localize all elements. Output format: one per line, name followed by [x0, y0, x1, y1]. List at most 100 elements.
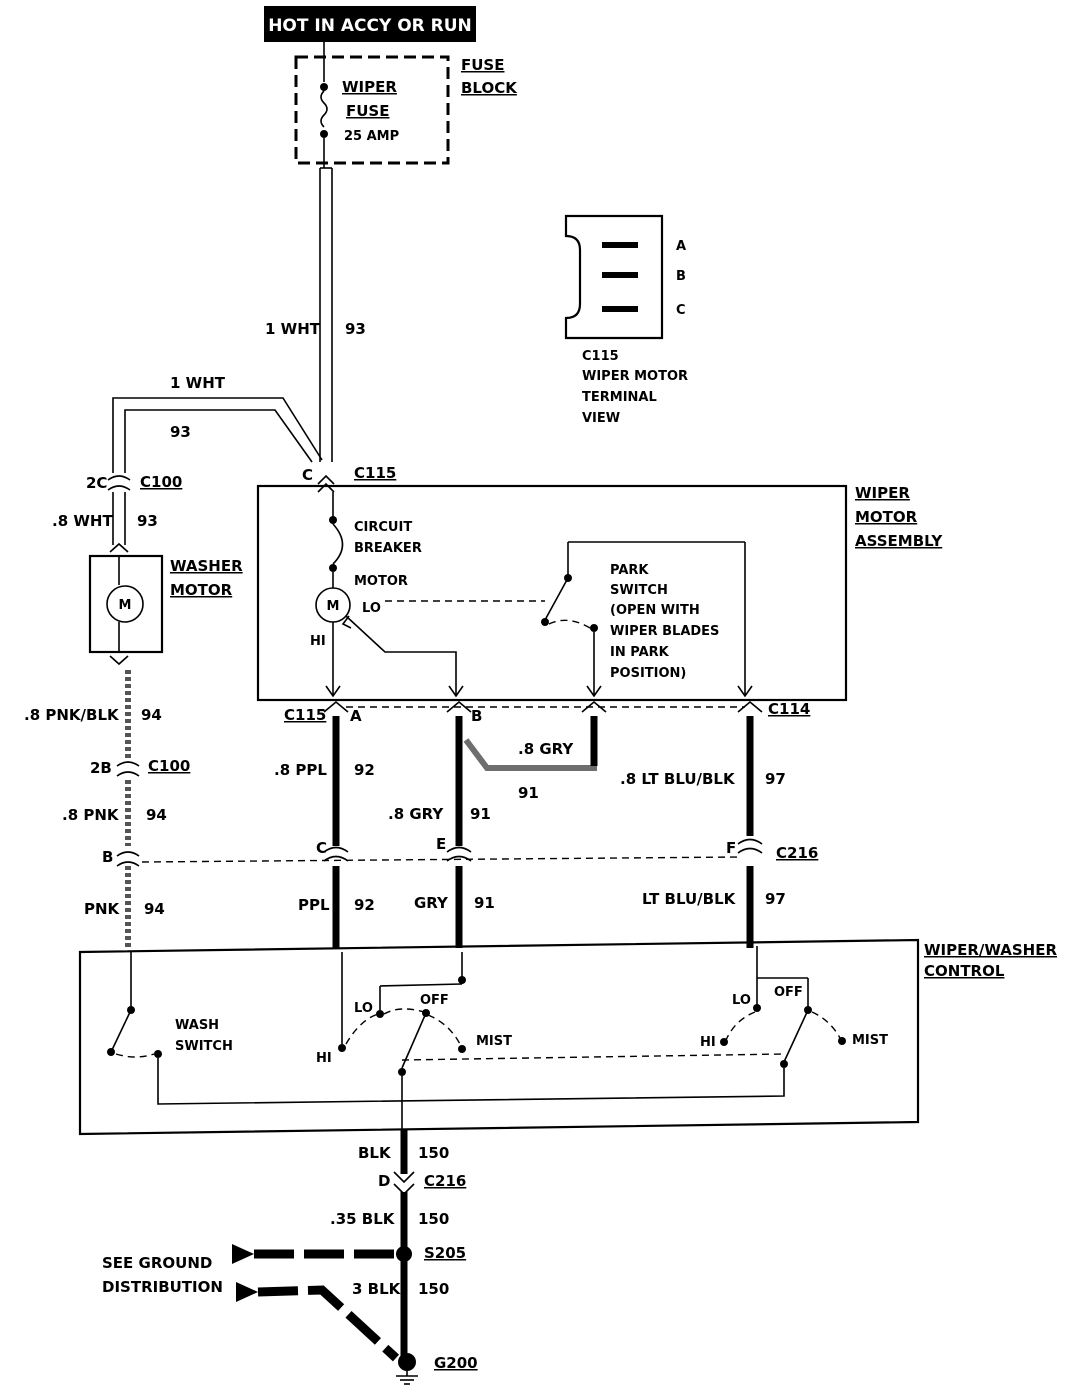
wire-color-label: PPL	[298, 896, 330, 914]
motor-symbol: M	[119, 598, 132, 613]
connector-pin-label: 2B	[90, 759, 112, 777]
park-switch-label-6: POSITION)	[610, 666, 686, 681]
wire-size-label: .8 GRY	[518, 740, 574, 758]
wire-93-main: 1 WHT 93	[265, 167, 366, 462]
circuit-number-label: 92	[354, 896, 375, 914]
wire-91: .8 GRY 91 .8 GRY 91 GRY 91	[388, 716, 598, 948]
wiper-washer-control: WIPER/WASHER CONTROL WASH SWITCH LO OFF …	[78, 938, 1057, 1136]
connector-label: C115	[284, 706, 326, 724]
circuit-number-label: 97	[765, 770, 786, 788]
circuit-number-label: 93	[170, 423, 191, 441]
power-source-label: HOT IN ACCY OR RUN	[268, 16, 472, 36]
terminal-view-caption-2: WIPER MOTOR	[582, 369, 688, 384]
washer-motor-label: WASHER	[170, 557, 243, 575]
ground-reference-label-2: DISTRIBUTION	[102, 1278, 223, 1296]
wire-94-lower: PNK 94	[84, 866, 165, 948]
switch-position-label: MIST	[476, 1034, 512, 1049]
wire-size-label: 1 WHT	[265, 320, 321, 338]
c115-terminal-view: A B C C115 WIPER MOTOR TERMINAL VIEW	[564, 214, 688, 426]
wire-97: .8 LT BLU/BLK 97 LT BLU/BLK 97	[620, 716, 786, 948]
wire-size-label: .8 PPL	[274, 761, 327, 779]
connector-pin-label: F	[726, 839, 736, 857]
circuit-number-label: 94	[146, 806, 167, 824]
park-switch-label-3: (OPEN WITH	[610, 603, 700, 618]
connector-label: C100	[140, 473, 182, 491]
connector-label: C216	[776, 844, 818, 862]
connector-pin-label: 2C	[86, 474, 107, 492]
control-label: WIPER/WASHER	[924, 941, 1057, 959]
connector-pin-label: D	[378, 1172, 390, 1190]
connector-label: C115	[354, 464, 396, 482]
wiper-fuse-label-2: FUSE	[346, 102, 389, 120]
lo-label: LO	[362, 601, 381, 616]
fuse-rating: 25 AMP	[344, 129, 399, 144]
circuit-number-label: 91	[470, 805, 491, 823]
circuit-number-label: 93	[345, 320, 366, 338]
connector-label: C216	[424, 1172, 466, 1190]
wire-94-middle: .8 PNK 94	[62, 780, 167, 846]
connector-pin-label: C	[316, 839, 327, 857]
ground-reference-label: SEE GROUND	[102, 1254, 212, 1272]
switch-position-label: OFF	[420, 993, 449, 1008]
wire-94-upper: .8 PNK/BLK 94	[24, 670, 162, 758]
wire-size-label: .8 GRY	[388, 805, 444, 823]
wire-color-label: LT BLU/BLK	[642, 890, 737, 908]
wiper-motor-assembly: WIPER MOTOR ASSEMBLY CIRCUIT BREAKER MOT…	[256, 484, 943, 702]
circuit-number-label: 94	[141, 706, 162, 724]
c100-lower-connector: 2B C100	[90, 757, 190, 777]
wire-color-label: BLK	[358, 1144, 392, 1162]
wire-150: BLK 150 D C216 .35 BLK 150 3 BLK 150	[330, 1130, 466, 1362]
wash-switch-label: WASH	[175, 1018, 219, 1033]
wire-92: .8 PPL 92 PPL 92	[274, 716, 375, 948]
pin-b-label: B	[676, 269, 686, 284]
wire-size-label: .8 PNK/BLK	[24, 706, 120, 724]
washer-motor: M WASHER MOTOR	[88, 542, 243, 666]
connector-label: C100	[148, 757, 190, 775]
washer-motor-label-2: MOTOR	[170, 581, 233, 599]
circuit-number-label: 94	[144, 900, 165, 918]
switch-position-label: HI	[316, 1051, 332, 1066]
wash-switch-label-2: SWITCH	[175, 1039, 233, 1054]
wire-color-label: PNK	[84, 900, 121, 918]
terminal-view-caption-4: VIEW	[582, 411, 620, 426]
fuse-block-label-2: BLOCK	[461, 79, 518, 97]
wire-93-washer: .8 WHT 93	[52, 492, 158, 545]
circuit-number-label: 91	[474, 894, 495, 912]
connector-pin-label: E	[436, 835, 446, 853]
circuit-number-label: 150	[418, 1210, 449, 1228]
wiper-motor-assembly-label: WIPER	[855, 484, 910, 502]
c216-connector: B C E F C216	[102, 835, 818, 867]
wiper-motor-assembly-label-2: MOTOR	[855, 508, 918, 526]
connector-pin-label: B	[102, 848, 113, 866]
circuit-number-label: 97	[765, 890, 786, 908]
fuse-block-label: FUSE	[461, 56, 504, 74]
connector-pin-label: C	[302, 466, 313, 484]
hi-label: HI	[310, 634, 326, 649]
wire-size-label: 1 WHT	[170, 374, 226, 392]
splice-s205: S205 SEE GROUND DISTRIBUTION	[102, 1244, 466, 1362]
fuse-block: WIPER FUSE 25 AMP FUSE BLOCK	[294, 42, 518, 168]
wire-size-label: 3 BLK	[352, 1280, 402, 1298]
control-label-2: CONTROL	[924, 962, 1005, 980]
switch-position-label: HI	[700, 1035, 716, 1050]
switch-position-label: LO	[732, 993, 751, 1008]
pin-a-label: A	[676, 239, 686, 254]
pin-c-label: C	[676, 303, 686, 318]
splice-label: S205	[424, 1244, 466, 1262]
terminal-view-caption: C115	[582, 349, 619, 364]
wiper-fuse-label: WIPER	[342, 78, 397, 96]
circuit-number-label: 93	[137, 512, 158, 530]
park-switch-label-5: IN PARK	[610, 645, 670, 660]
wire-size-label: .35 BLK	[330, 1210, 396, 1228]
c115-bottom-connector: C115 A B C114	[284, 700, 810, 725]
switch-position-label: OFF	[774, 985, 803, 1000]
wire-size-label: .8 WHT	[52, 512, 113, 530]
c115-top-connector: C C115	[302, 464, 396, 493]
circuit-breaker-label: CIRCUIT	[354, 520, 412, 535]
switch-position-label: MIST	[852, 1033, 888, 1048]
c100-upper-connector: 2C C100	[86, 473, 182, 492]
motor-label: MOTOR	[354, 574, 408, 589]
connector-pin-label: A	[350, 707, 362, 725]
connector-label: C114	[768, 700, 810, 718]
